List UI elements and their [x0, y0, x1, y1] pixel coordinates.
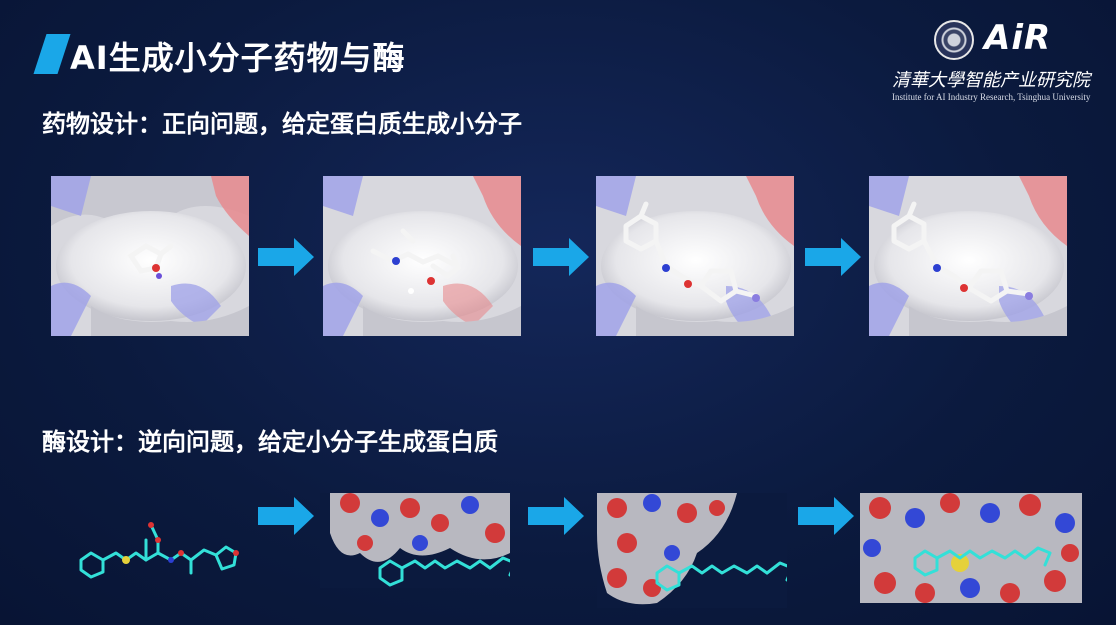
enzyme-design-step-4-image: [860, 493, 1082, 603]
arrow-right-icon: [258, 238, 314, 276]
arrow-right-icon: [258, 497, 314, 535]
drug-design-step-4-image: [869, 176, 1067, 336]
slide-title: AI生成小分子药物与酶: [70, 39, 406, 77]
institute-chinese-name: 清華大學智能产业研究院: [892, 70, 1090, 91]
enzyme-design-step-2-image: [320, 493, 510, 588]
drug-design-step-2-image: [323, 176, 521, 336]
drug-design-heading: 药物设计：正向问题，给定蛋白质生成小分子: [42, 110, 522, 138]
tsinghua-seal-icon: [934, 20, 974, 60]
enzyme-design-step-1-image: [79, 522, 239, 579]
title-accent-bar: [33, 34, 71, 74]
arrow-right-icon: [528, 497, 584, 535]
drug-design-step-3-image: [596, 176, 794, 336]
arrow-right-icon: [805, 238, 861, 276]
tsinghua-air-logo: AiR 清華大學智能产业研究院 Institute for AI Industr…: [892, 18, 1104, 108]
arrow-right-icon: [798, 497, 854, 535]
arrow-right-icon: [533, 238, 589, 276]
institute-english-name: Institute for AI Industry Research, Tsin…: [892, 92, 1091, 102]
drug-design-step-1-image: [51, 176, 249, 336]
enzyme-design-step-3-image: [597, 493, 787, 608]
enzyme-design-heading: 酶设计：逆向问题，给定小分子生成蛋白质: [42, 428, 498, 456]
air-wordmark: AiR: [984, 18, 1052, 58]
